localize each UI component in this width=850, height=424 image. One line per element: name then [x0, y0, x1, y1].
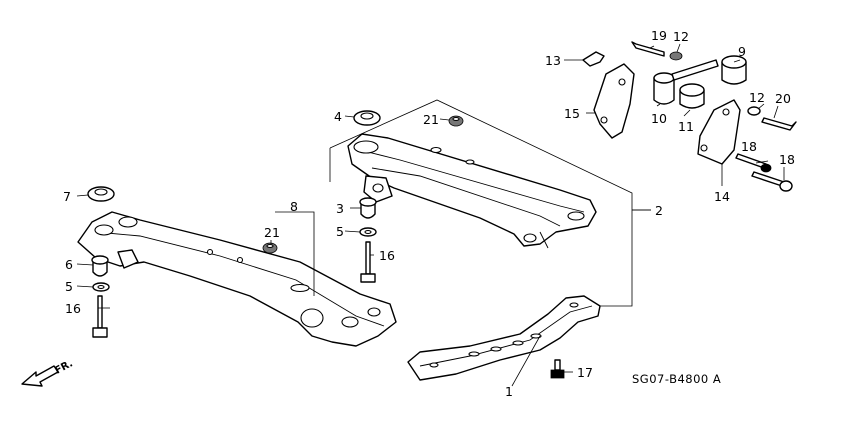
- washer-12-right: [747, 106, 761, 116]
- callout-17: 17: [577, 365, 593, 380]
- bushing-3: [359, 197, 377, 219]
- callout-8: 8: [290, 199, 298, 214]
- callout-16-right: 16: [379, 248, 395, 263]
- callout-21-mid: 21: [264, 225, 280, 240]
- callout-7: 7: [63, 189, 71, 204]
- mount-rubber-7: [87, 186, 115, 202]
- link-rod: [671, 59, 719, 81]
- callout-18-lower: 18: [779, 152, 795, 167]
- callout-11: 11: [678, 119, 694, 134]
- bracket-14: [697, 99, 741, 165]
- subframe-upper: [347, 133, 597, 249]
- nut-21-upper: [448, 115, 464, 127]
- bushing-9: [721, 55, 747, 85]
- bushing-10: [653, 72, 675, 105]
- callout-19: 19: [651, 28, 667, 43]
- bracket-15: [593, 63, 635, 139]
- callout-labels: 1 2 3 4 5 5 6 7 8 9 10 11 12 12 13 14 15…: [63, 28, 795, 399]
- callout-6: 6: [65, 257, 73, 272]
- callout-3: 3: [336, 201, 344, 216]
- bolt-18-lower: [751, 171, 793, 192]
- crossmember-front: [77, 211, 397, 347]
- callout-10: 10: [651, 111, 667, 126]
- front-direction-arrow: FR.: [21, 358, 75, 387]
- bushing-6: [91, 255, 109, 277]
- callout-16-left: 16: [65, 301, 81, 316]
- clip-13: [582, 51, 605, 67]
- callout-2: 2: [655, 203, 663, 218]
- callout-4: 4: [334, 109, 342, 124]
- bolt-16-right: [360, 241, 376, 283]
- callout-9: 9: [738, 44, 746, 59]
- callout-5-left: 5: [65, 279, 73, 294]
- diagram-code: SG07-B4800 A: [632, 372, 721, 386]
- direction-label: FR.: [53, 358, 75, 376]
- bolt-17: [550, 359, 565, 379]
- callout-15: 15: [564, 106, 580, 121]
- washer-5-left: [92, 282, 110, 292]
- bushing-11: [679, 83, 705, 109]
- callout-20: 20: [775, 91, 791, 106]
- callout-1: 1: [505, 384, 513, 399]
- bracket-lower: [407, 295, 601, 381]
- bolt-19: [631, 41, 665, 57]
- bolt-20: [761, 117, 797, 131]
- mount-rubber-4: [353, 110, 381, 126]
- callout-12-right: 12: [749, 90, 765, 105]
- washer-5-right: [359, 227, 377, 237]
- bolt-18-upper: [735, 153, 772, 173]
- callout-18-upper: 18: [741, 139, 757, 154]
- callout-12-top: 12: [673, 29, 689, 44]
- nut-21-mid: [262, 242, 278, 254]
- callout-13: 13: [545, 53, 561, 68]
- washer-12-top: [669, 51, 683, 61]
- bolt-16-left: [92, 295, 108, 338]
- leader-lines: [76, 43, 785, 387]
- callout-21-upper: 21: [423, 112, 439, 127]
- callout-5-right: 5: [336, 224, 344, 239]
- callout-14: 14: [714, 189, 730, 204]
